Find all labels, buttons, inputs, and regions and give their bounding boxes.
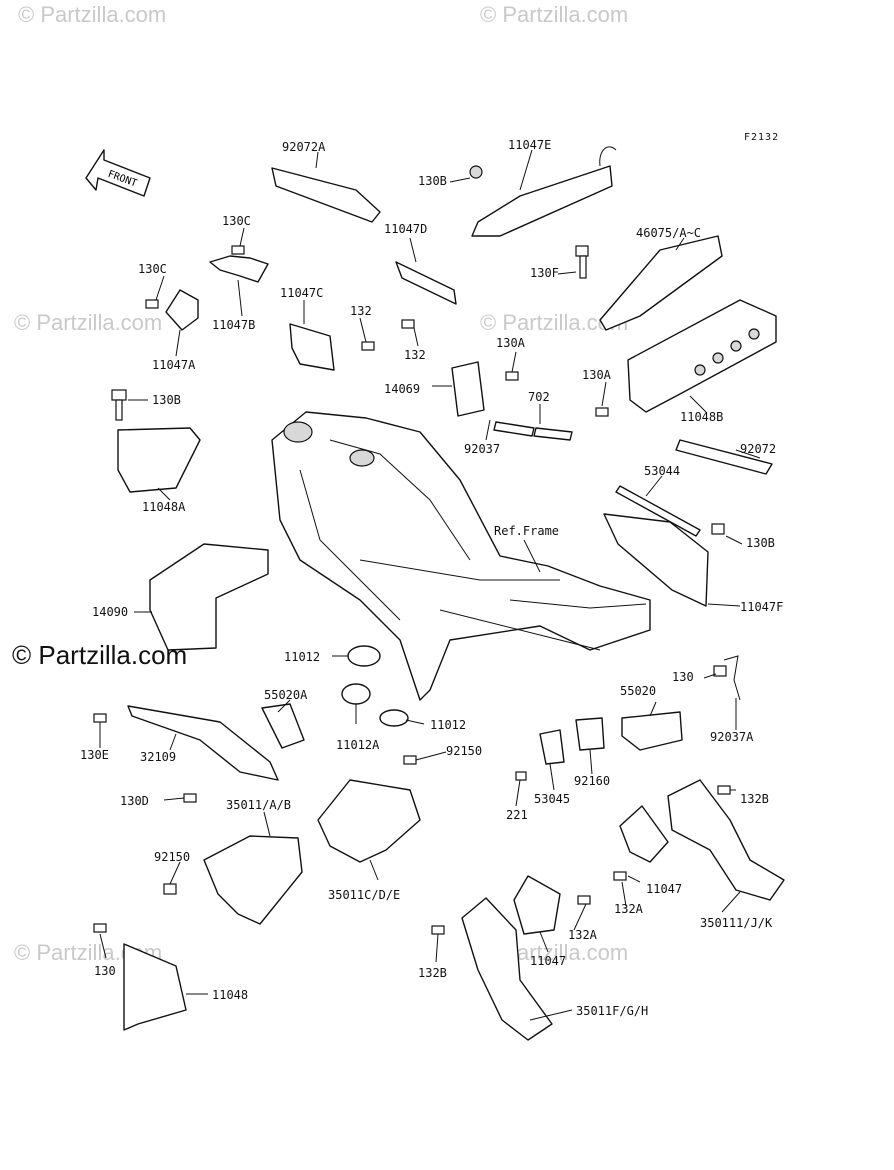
part-label: 11047F	[740, 600, 784, 614]
part-label: 130C	[222, 214, 251, 228]
part-label: 130B	[418, 174, 447, 188]
part-label: 132B	[740, 792, 769, 806]
ref-frame-label: Ref.Frame	[494, 524, 560, 538]
part-label: 11047	[646, 882, 683, 896]
part-label: 14090	[92, 605, 129, 619]
part-label: 132	[404, 348, 426, 362]
part-label: 11047	[530, 954, 567, 968]
part-label: 350111/J/K	[700, 916, 773, 930]
part-label: 11047C	[280, 286, 324, 300]
front-arrow-icon	[85, 149, 151, 197]
part-label: 11047D	[384, 222, 428, 236]
part-label: 132A	[568, 928, 597, 942]
part-label: 130B	[746, 536, 775, 550]
part-label: 35011F/G/H	[576, 1004, 649, 1018]
part-label: 221	[506, 808, 528, 822]
part-label: 92150	[446, 744, 483, 758]
watermark: © Partzilla.com	[14, 310, 163, 335]
part-label: 130E	[80, 748, 109, 762]
part-label: 130A	[496, 336, 525, 350]
part-label: 130A	[582, 368, 611, 382]
part-label: 11047B	[212, 318, 256, 332]
part-label: 132	[350, 304, 372, 318]
part-label: 92072A	[282, 140, 326, 154]
watermark-logo: © Partzilla.com	[12, 640, 188, 670]
part-label: 11012	[430, 718, 467, 732]
part-label: 32109	[140, 750, 177, 764]
part-label: 92037	[464, 442, 501, 456]
part-label: 130C	[138, 262, 167, 276]
part-label: 11048B	[680, 410, 724, 424]
part-label: 11047E	[508, 138, 552, 152]
watermark: © Partzilla.com	[480, 2, 629, 27]
part-label: 130D	[120, 794, 149, 808]
part-label: 35011C/D/E	[328, 888, 401, 902]
part-label: 92072	[740, 442, 777, 456]
part-label: 132A	[614, 902, 643, 916]
part-label: 53044	[644, 464, 681, 478]
part-label: 35011/A/B	[226, 798, 292, 812]
part-label: 55020	[620, 684, 657, 698]
part-label: 55020A	[264, 688, 308, 702]
part-label: 46075/A~C	[636, 226, 702, 240]
part-label: 130F	[530, 266, 559, 280]
part-label: 11012	[284, 650, 321, 664]
part-label: 53045	[534, 792, 571, 806]
watermark: © Partzilla.com	[18, 2, 167, 27]
part-label: 132B	[418, 966, 447, 980]
part-label: 92160	[574, 774, 611, 788]
diagram-code: F2132	[744, 132, 780, 143]
part-label: 702	[528, 390, 550, 404]
part-label: 92150	[154, 850, 191, 864]
part-label: 11048	[212, 988, 249, 1002]
part-label: 130	[94, 964, 116, 978]
main-frame	[271, 411, 651, 701]
part-label: 92037A	[710, 730, 754, 744]
part-label: 11047A	[152, 358, 196, 372]
part-label: 14069	[384, 382, 421, 396]
part-label: 130B	[152, 393, 181, 407]
part-label: 11048A	[142, 500, 186, 514]
part-label: 130	[672, 670, 694, 684]
part-label: 11012A	[336, 738, 380, 752]
